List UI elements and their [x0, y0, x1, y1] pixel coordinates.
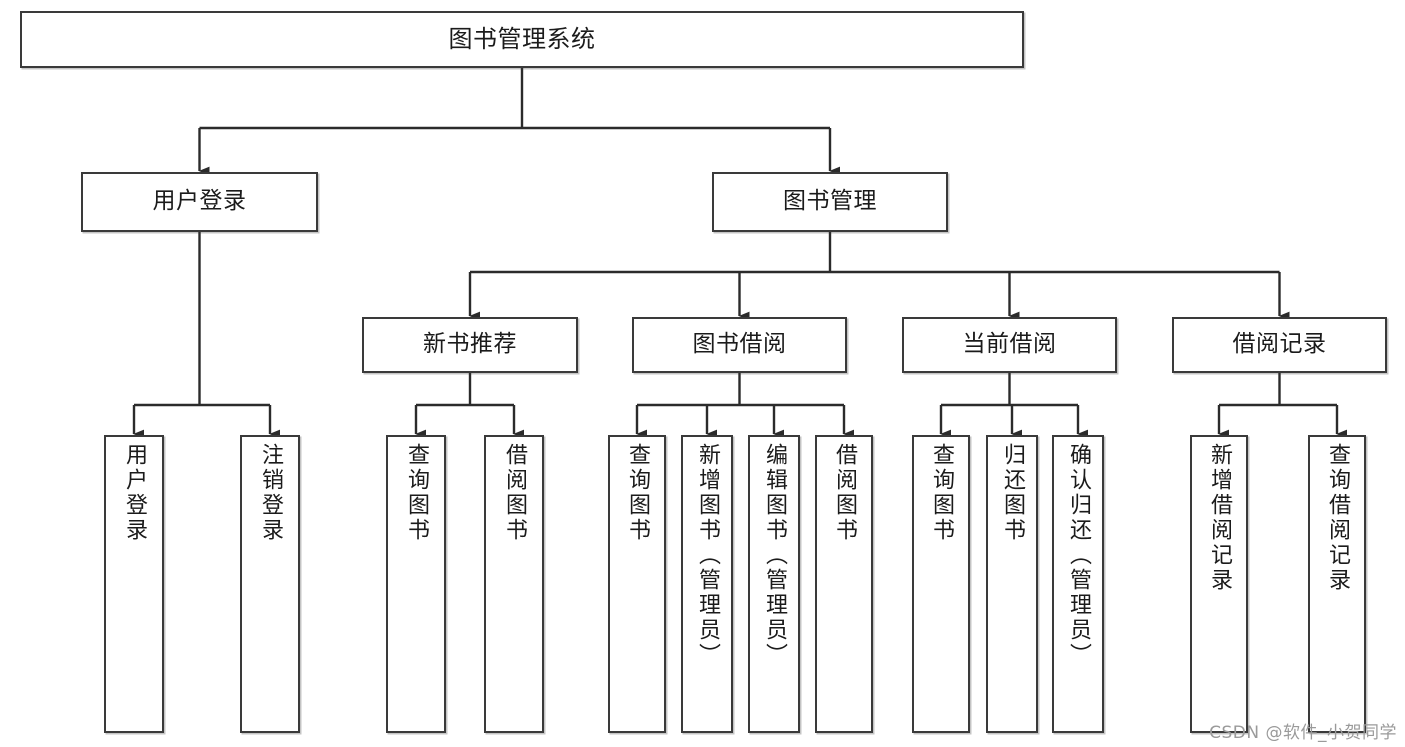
node-root[interactable]: 图书管理系统: [20, 11, 1024, 68]
node-book-borrow[interactable]: 图书借阅: [632, 317, 847, 373]
node-leaf-borrow-book-2[interactable]: 借阅图书: [815, 435, 873, 733]
node-user-login[interactable]: 用户登录: [81, 172, 318, 232]
node-label: 借阅图书: [832, 443, 857, 543]
node-label: 借阅图书: [502, 443, 527, 543]
node-label: 查询图书: [625, 443, 650, 543]
node-leaf-user-login[interactable]: 用户登录: [104, 435, 164, 733]
node-leaf-query-book-2[interactable]: 查询图书: [608, 435, 666, 733]
node-label: 查询图书: [929, 443, 954, 543]
node-label: 编辑图书（管理员）: [762, 443, 787, 668]
node-label: 注销登录: [258, 443, 283, 543]
node-label: 借阅记录: [1232, 331, 1327, 358]
node-label: 图书管理系统: [448, 25, 596, 54]
node-label: 新书推荐: [423, 331, 517, 358]
node-leaf-return-book[interactable]: 归还图书: [986, 435, 1038, 733]
node-label: 新增借阅记录: [1207, 443, 1232, 593]
node-current-borrow[interactable]: 当前借阅: [902, 317, 1117, 373]
node-label: 当前借阅: [962, 331, 1057, 358]
node-leaf-confirm-return[interactable]: 确认归还（管理员）: [1052, 435, 1104, 733]
node-leaf-query-book-3[interactable]: 查询图书: [912, 435, 970, 733]
node-leaf-add-record[interactable]: 新增借阅记录: [1190, 435, 1248, 733]
node-borrow-record[interactable]: 借阅记录: [1172, 317, 1387, 373]
node-label: 用户登录: [152, 188, 247, 215]
node-leaf-query-book-1[interactable]: 查询图书: [386, 435, 446, 733]
node-leaf-add-book[interactable]: 新增图书（管理员）: [681, 435, 733, 733]
node-label: 用户登录: [122, 443, 147, 543]
node-label: 归还图书: [1000, 443, 1025, 543]
node-leaf-query-record[interactable]: 查询借阅记录: [1308, 435, 1366, 733]
node-label: 新增图书（管理员）: [695, 443, 720, 668]
node-label: 查询图书: [404, 443, 429, 543]
node-label: 图书借阅: [692, 331, 787, 358]
node-new-book-rec[interactable]: 新书推荐: [362, 317, 578, 373]
node-leaf-borrow-book-1[interactable]: 借阅图书: [484, 435, 544, 733]
node-leaf-logout[interactable]: 注销登录: [240, 435, 300, 733]
watermark-csdn: CSDN @软件_小贺同学: [1209, 723, 1397, 743]
node-book-manage[interactable]: 图书管理: [712, 172, 948, 232]
node-label: 图书管理: [783, 188, 877, 215]
node-leaf-edit-book[interactable]: 编辑图书（管理员）: [748, 435, 800, 733]
node-label: 查询借阅记录: [1325, 443, 1350, 593]
node-label: 确认归还（管理员）: [1066, 443, 1091, 668]
